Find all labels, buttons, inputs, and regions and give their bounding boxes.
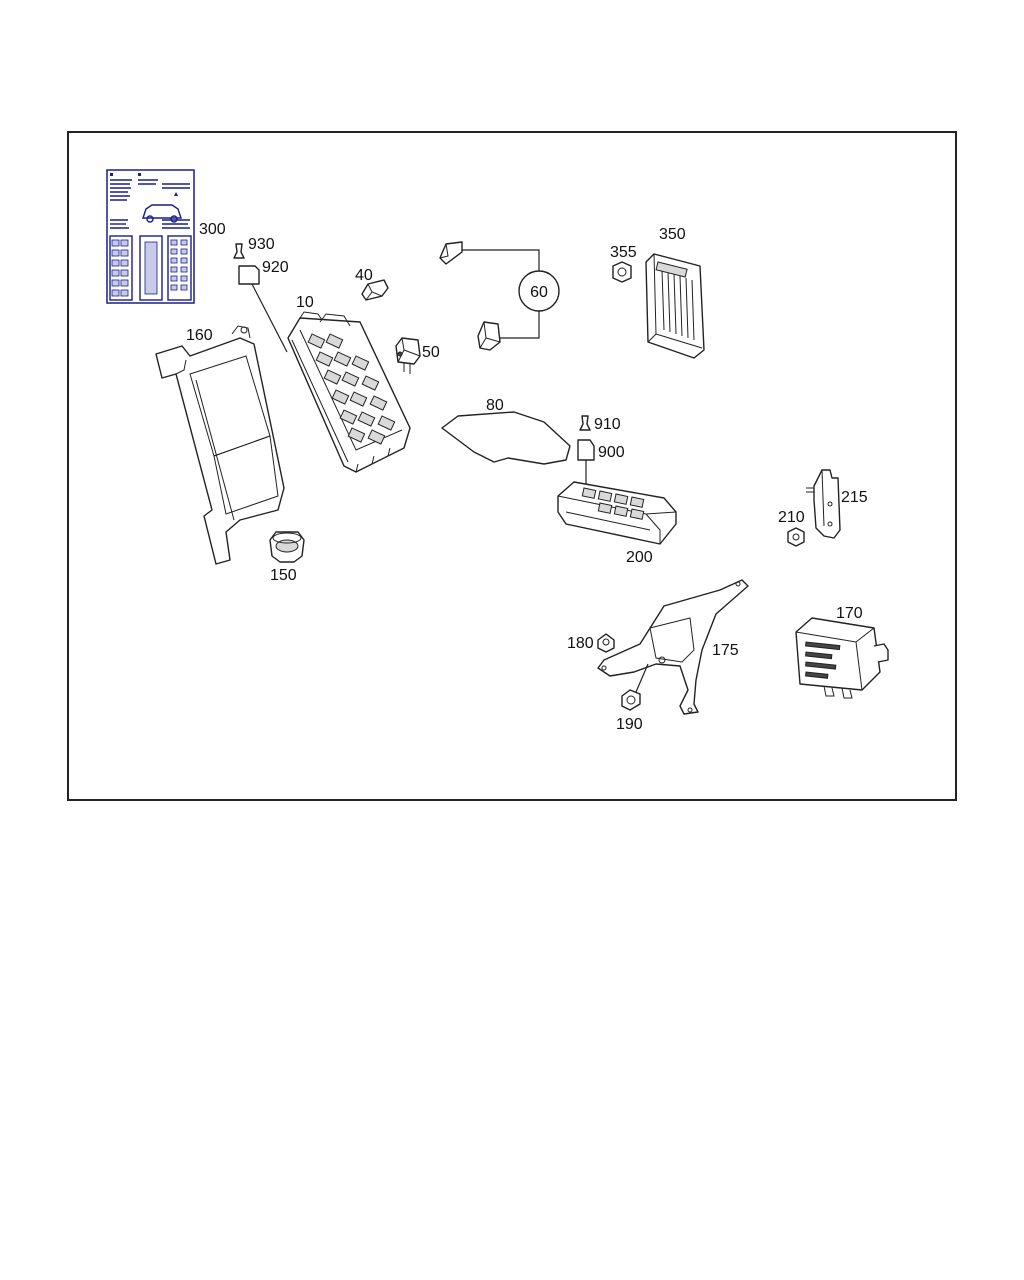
part-160-grommet-drawing [269, 531, 305, 563]
label-900: 900 [598, 444, 625, 461]
part-150-holder-drawing [155, 325, 285, 565]
label-180: 180 [567, 635, 594, 652]
label-160: 150 [270, 567, 297, 584]
part-910-plug-drawing [579, 415, 591, 431]
part-50-relay-drawing [395, 337, 421, 374]
label-200: 200 [626, 549, 653, 566]
part-300-chart-drawing [106, 169, 195, 304]
part-920-connector-drawing [238, 265, 288, 353]
part-215-nut-drawing [787, 527, 805, 547]
label-150: 160 [186, 327, 213, 344]
part-10-fuse-box-drawing [287, 311, 411, 473]
label-215: 210 [778, 509, 805, 526]
label-50: 50 [422, 344, 440, 361]
part-80-pad-drawing [441, 411, 571, 465]
label-350: 350 [659, 226, 686, 243]
part-180-nut-drawing [597, 633, 615, 653]
label-190: 190 [616, 716, 643, 733]
label-930: 930 [248, 236, 275, 253]
part-170-control-unit-drawing [795, 617, 889, 699]
label-170: 170 [836, 605, 863, 622]
label-80: 80 [486, 397, 504, 414]
part-210-bracket-drawing [806, 469, 841, 539]
diagram-frame [67, 131, 957, 801]
label-40: 40 [355, 267, 373, 284]
label-175: 175 [712, 642, 739, 659]
label-920: 920 [262, 259, 289, 276]
label-60: 60 [530, 284, 548, 301]
part-60-relay-group-drawing [439, 241, 560, 351]
part-40-relay-drawing [361, 279, 389, 301]
label-210: 215 [841, 489, 868, 506]
label-300: 300 [199, 221, 226, 238]
part-355-nut-drawing [612, 261, 632, 283]
part-930-plug-drawing [233, 243, 245, 259]
label-355: 355 [610, 244, 637, 261]
part-900-connector-drawing [577, 439, 595, 490]
part-200-module-drawing [557, 481, 677, 545]
part-175-bracket-drawing [597, 579, 749, 715]
part-190-nut-drawing [621, 663, 649, 711]
label-910: 910 [594, 416, 621, 433]
callout-labels: 300 930 920 40 10 160 50 60 355 350 80 9… [186, 221, 868, 733]
label-10: 10 [296, 294, 314, 311]
part-350-ecu-drawing [645, 253, 705, 359]
